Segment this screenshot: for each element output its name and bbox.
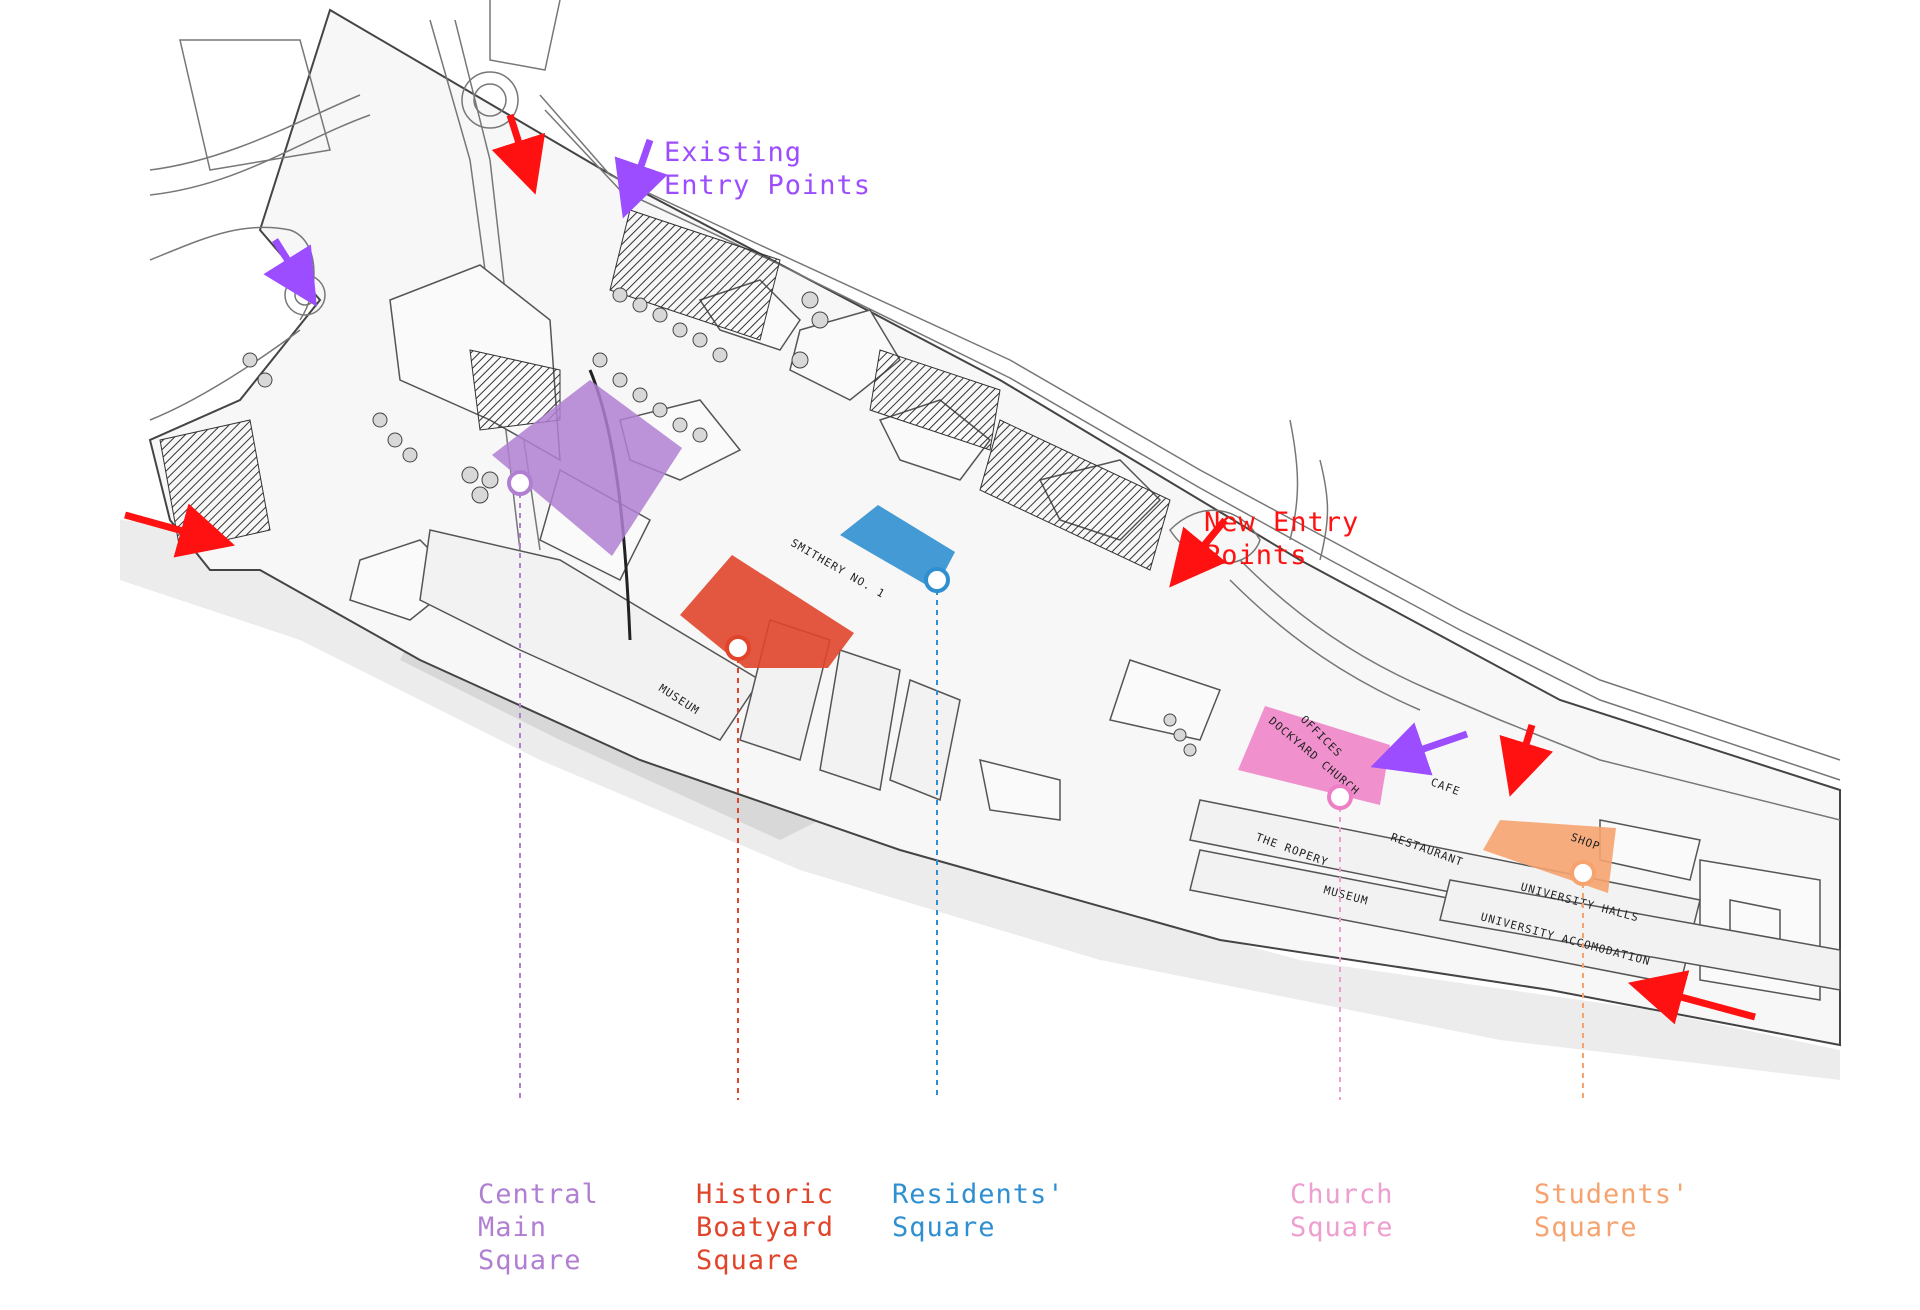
students-marker bbox=[1570, 860, 1596, 886]
housing-rows bbox=[159, 209, 1171, 571]
new-entry-arrow-right-top bbox=[1499, 723, 1554, 797]
site-outline bbox=[148, 8, 1841, 1047]
site-plan-map: MUSEUM SMITHERY NO. 1 THE ROPERY RESTAUR… bbox=[120, 0, 1841, 1100]
new-entry-arrow-top bbox=[491, 113, 546, 195]
church-marker bbox=[1327, 784, 1353, 810]
existing-entry-arrow-left bbox=[263, 238, 317, 307]
waterfront-buildings bbox=[419, 529, 1841, 991]
existing-entry-arrows bbox=[263, 138, 1469, 776]
new-entry-arrow-right-bottom bbox=[1627, 970, 1756, 1025]
leader-lines bbox=[519, 483, 1584, 1100]
new-entry-arrow-middle bbox=[1169, 517, 1228, 588]
new-entry-arrow-left bbox=[124, 503, 235, 558]
central-marker bbox=[507, 470, 533, 496]
central-main-square-area bbox=[492, 380, 682, 556]
students-square-label: Students'Square bbox=[1534, 1179, 1690, 1243]
boatyard-marker bbox=[725, 635, 751, 661]
residents-square-area bbox=[840, 505, 955, 590]
trees bbox=[242, 287, 1197, 757]
church-square-area bbox=[1238, 706, 1390, 805]
existing-entry-arrow-top bbox=[614, 138, 668, 219]
residents-marker bbox=[924, 567, 950, 593]
residents-square-label: Residents'Square bbox=[892, 1179, 1065, 1243]
existing-entry-arrow-right bbox=[1370, 722, 1469, 776]
historic-boatyard-square-area bbox=[680, 555, 854, 668]
new-entry-arrows bbox=[124, 113, 1756, 1025]
square-markers bbox=[507, 470, 1596, 886]
